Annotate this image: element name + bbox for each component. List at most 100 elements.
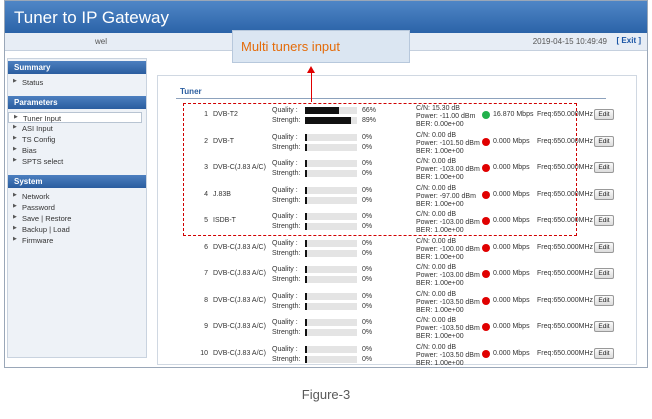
strength-percent: 0%: [362, 329, 373, 336]
strength-label: Strength:: [272, 223, 301, 230]
tuner-standard: DVB-C(J.83 A/C): [213, 243, 266, 251]
quality-bar: [305, 292, 357, 300]
exit-link[interactable]: [ Exit ]: [616, 36, 641, 45]
frequency: Freq:650.000MHz: [537, 217, 594, 224]
sidebar-item-bias[interactable]: Bias: [8, 145, 146, 156]
tuner-standard: DVB-C(J.83 A/C): [213, 349, 266, 357]
sidebar-item-spts-select[interactable]: SPTS select: [8, 156, 146, 167]
edit-button[interactable]: Edit: [594, 321, 614, 332]
lock-status-icon: [482, 243, 490, 252]
sidebar-item-status[interactable]: Status: [8, 77, 146, 88]
cn-value: C/N: 0.00 dB: [416, 211, 457, 218]
edit-button[interactable]: Edit: [594, 188, 614, 200]
quality-bar-fill: [305, 292, 308, 300]
sidebar-item-network[interactable]: Network: [8, 191, 146, 202]
sidebar-section-system: System: [8, 175, 146, 188]
quality-percent: 0%: [362, 345, 373, 353]
strength-label: Strength:: [272, 302, 301, 310]
lock-status-icon: [482, 349, 490, 358]
tuner-standard: DVB-C(J.83 A/C): [213, 270, 266, 277]
quality-bar-fill: [305, 239, 308, 247]
strength-bar-fill: [305, 329, 308, 336]
ber-value: BER: 1.00e+00: [416, 227, 464, 234]
bitrate: 0.000 Mbps: [493, 323, 530, 330]
bitrate: 0.000 Mbps: [493, 296, 530, 304]
cn-value: C/N: 0.00 dB: [416, 290, 457, 298]
callout-label: Multi tuners input: [232, 30, 410, 63]
tuner-number: 5: [204, 217, 208, 224]
cn-value: C/N: 15.30 dB: [416, 105, 460, 112]
quality-bar: [305, 133, 357, 141]
strength-label: Strength:: [272, 196, 301, 204]
power-value: Power: -103.50 dBm: [416, 298, 480, 306]
strength-bar: [305, 276, 357, 283]
edit-button[interactable]: Edit: [594, 294, 614, 306]
strength-bar: [305, 143, 357, 151]
bitrate: 0.000 Mbps: [493, 349, 530, 357]
quality-percent: 0%: [362, 133, 373, 141]
strength-percent: 0%: [362, 355, 373, 363]
lock-status-icon: [482, 323, 490, 331]
tuner-number: 9: [204, 323, 208, 330]
tuner-number: 4: [204, 190, 208, 198]
tuner-standard: DVB-C(J.83 A/C): [213, 323, 266, 330]
sidebar-item-asi-input[interactable]: ASI Input: [8, 123, 146, 134]
frequency: Freq:650.000MHz: [537, 111, 594, 118]
sidebar-item-ts-config[interactable]: TS Config: [8, 134, 146, 145]
sidebar-item-backup-load[interactable]: Backup | Load: [8, 224, 146, 235]
bitrate: 0.000 Mbps: [493, 190, 530, 198]
strength-bar-fill: [305, 249, 308, 257]
sidebar-item-save-restore[interactable]: Save | Restore: [8, 213, 146, 224]
edit-button[interactable]: Edit: [594, 135, 614, 147]
lock-status-icon: [482, 217, 490, 225]
frequency: Freq:650.000MHz: [537, 243, 594, 251]
edit-button[interactable]: Edit: [594, 162, 614, 173]
cn-value: C/N: 0.00 dB: [416, 264, 457, 271]
bitrate: 0.000 Mbps: [493, 164, 530, 171]
quality-bar-fill: [305, 160, 308, 167]
quality-bar-fill: [305, 186, 308, 194]
edit-button[interactable]: Edit: [594, 215, 614, 226]
power-value: Power: -103.00 dBm: [416, 219, 480, 226]
edit-button[interactable]: Edit: [594, 347, 614, 359]
tuner-standard: DVB-T: [213, 137, 234, 145]
tuner-number: 3: [204, 164, 208, 171]
tuner-number: 2: [204, 137, 208, 145]
cn-value: C/N: 0.00 dB: [416, 237, 457, 245]
sidebar-item-firmware[interactable]: Firmware: [8, 235, 146, 246]
quality-percent: 0%: [362, 213, 373, 220]
edit-button[interactable]: Edit: [594, 109, 614, 120]
tuner-standard: DVB-T2: [213, 111, 238, 118]
strength-label: Strength:: [272, 143, 301, 151]
power-value: Power: -11.00 dBm: [416, 113, 476, 120]
edit-button[interactable]: Edit: [594, 268, 614, 279]
quality-label: Quality :: [272, 319, 298, 326]
edit-button[interactable]: Edit: [594, 241, 614, 253]
quality-label: Quality :: [272, 345, 298, 353]
section-title: Tuner: [180, 87, 202, 96]
quality-bar-fill: [305, 345, 308, 353]
sidebar-item-tuner-input[interactable]: Tuner Input: [8, 112, 142, 123]
content-panel: [157, 75, 637, 365]
tuner-number: 7: [204, 270, 208, 277]
quality-bar-fill: [305, 213, 308, 220]
sidebar-item-password[interactable]: Password: [8, 202, 146, 213]
lock-status-icon: [482, 190, 490, 199]
quality-bar-fill: [305, 266, 308, 273]
strength-bar-fill: [305, 355, 308, 363]
sidebar-section-parameters: Parameters: [8, 96, 146, 109]
strength-bar-fill: [305, 143, 308, 151]
frequency: Freq:650.000MHz: [537, 137, 594, 145]
tuner-number: 1: [204, 111, 208, 118]
